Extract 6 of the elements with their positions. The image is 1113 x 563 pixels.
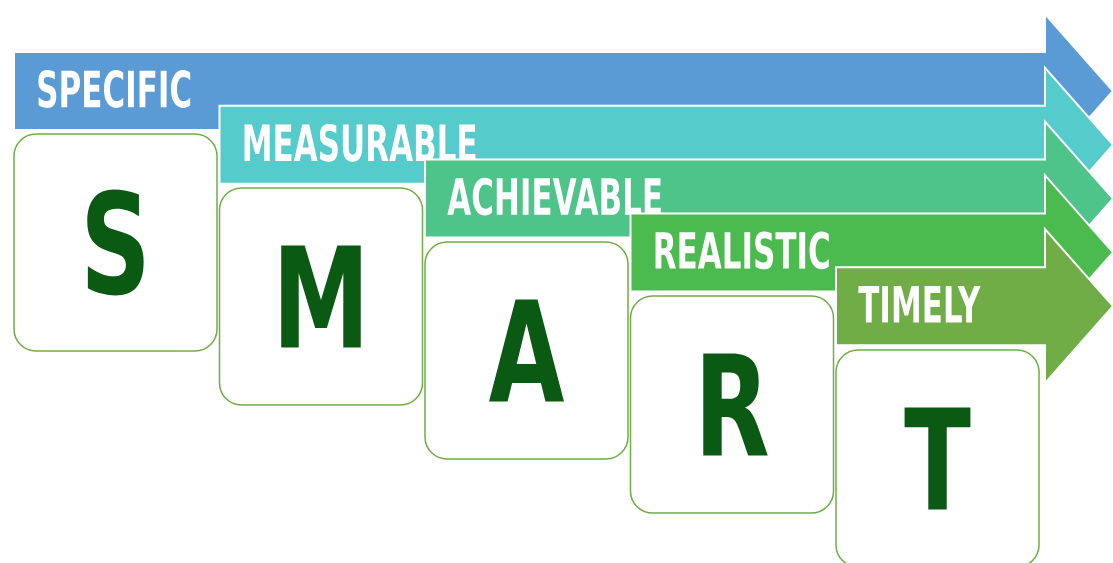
letter-box: R xyxy=(629,295,835,514)
arrow-band: TIMELY xyxy=(835,226,1113,386)
letter-box: M xyxy=(218,187,424,406)
letter-box: S xyxy=(13,133,218,352)
letter-box: A xyxy=(424,241,629,460)
letter-box: T xyxy=(835,349,1040,563)
